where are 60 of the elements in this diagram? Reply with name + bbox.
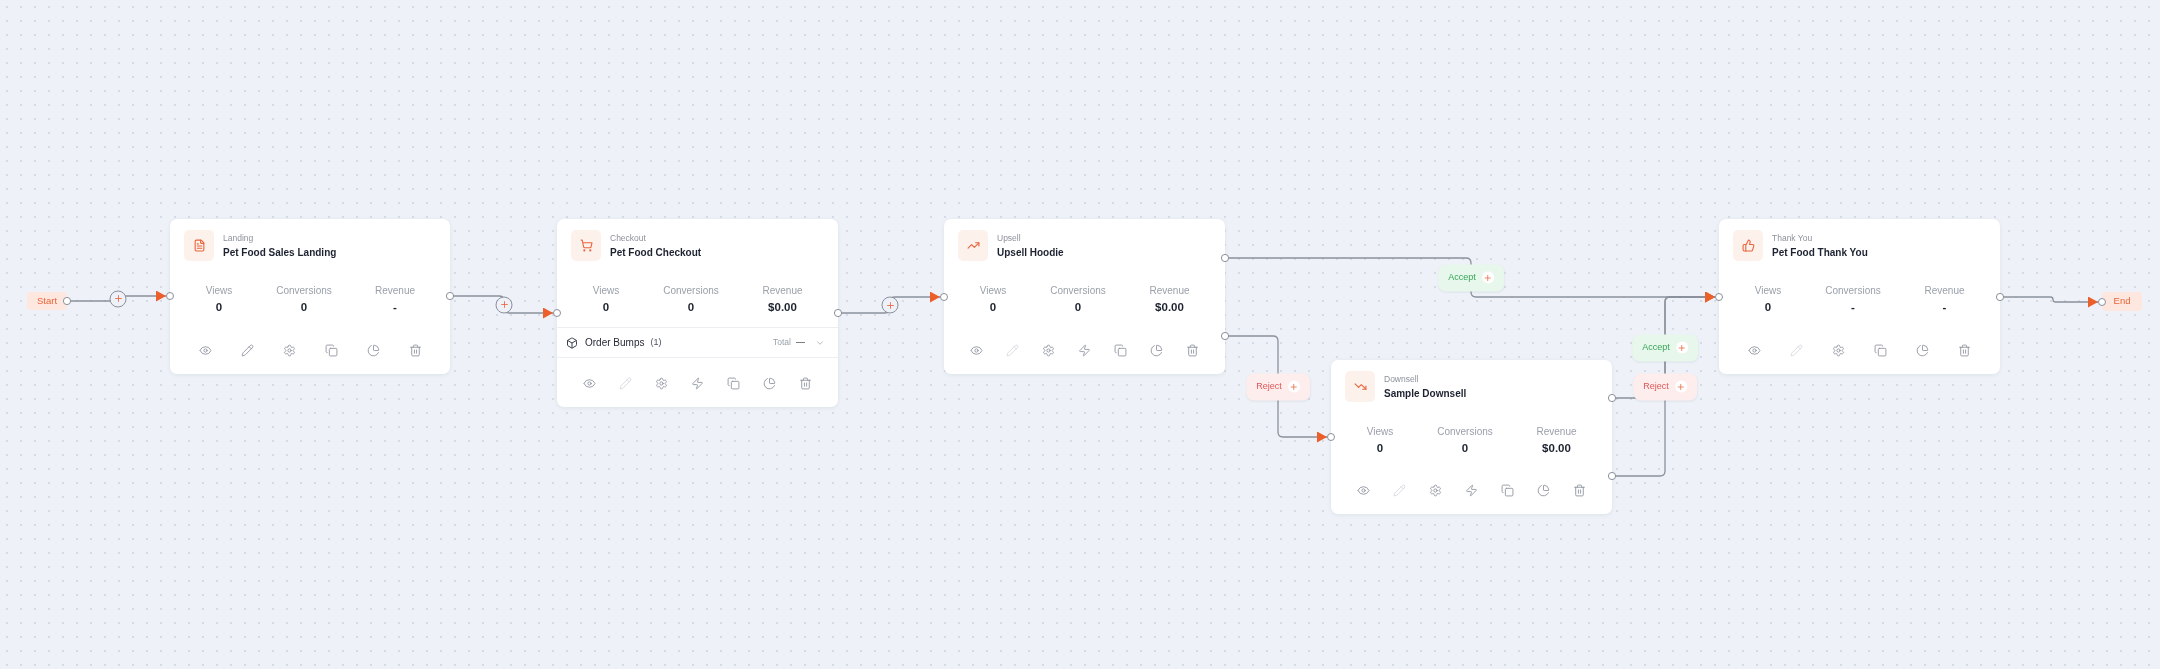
connector-arrow — [833, 291, 941, 318]
edge-label: Accept — [1642, 340, 1670, 354]
stat-value: $0.00 — [1155, 301, 1184, 313]
stat-label: Conversions — [663, 285, 719, 297]
step-type-label: Thank You — [1772, 232, 1813, 244]
step-title: Pet Food Thank You — [1772, 247, 1868, 259]
stat-label: Conversions — [1825, 285, 1881, 297]
stat-label: Views — [979, 285, 1007, 297]
step-type-label: Upsell — [997, 232, 1021, 244]
stat-label: Revenue — [1149, 285, 1190, 297]
stat-value: 0 — [687, 301, 695, 313]
stat-label: Views — [1366, 426, 1394, 438]
stat-label: Conversions — [1050, 285, 1106, 297]
step-card — [1719, 219, 2000, 374]
stat-label: Revenue — [762, 285, 803, 297]
order-bumps-row — [557, 327, 838, 358]
count-label: (1) — [650, 335, 662, 349]
connector-arrow — [1995, 292, 2099, 308]
step-title: Pet Food Checkout — [610, 247, 702, 259]
step-type-label: Checkout — [610, 232, 646, 244]
stat-value: 0 — [1764, 301, 1772, 313]
edge-label: Reject — [1643, 379, 1669, 393]
step-card — [170, 219, 450, 374]
connector-arrow — [62, 290, 167, 306]
stat-value: 0 — [215, 301, 223, 313]
stat-label: Conversions — [276, 285, 332, 297]
step-title: Pet Food Sales Landing — [223, 247, 337, 259]
step-type-label: Landing — [223, 232, 254, 244]
stat-label: Views — [205, 285, 233, 297]
edge-label: Reject — [1256, 379, 1282, 393]
edge-label: Accept — [1448, 270, 1476, 284]
stat-value: 0 — [1074, 301, 1082, 313]
step-type-label: Downsell — [1384, 373, 1419, 385]
step-card — [557, 219, 838, 407]
stat-value: 0 — [300, 301, 308, 313]
stat-value: 0 — [602, 301, 610, 313]
step-card — [1331, 360, 1612, 514]
stat-value: - — [393, 301, 397, 313]
stat-value: 0 — [989, 301, 997, 313]
flow-terminal: End — [2102, 292, 2142, 311]
flow-terminal: Start — [27, 292, 67, 310]
stat-value: $0.00 — [768, 301, 797, 313]
stat-value: 0 — [1376, 442, 1384, 454]
stat-value: - — [1851, 301, 1855, 313]
stat-value: $0.00 — [1542, 442, 1571, 454]
stat-value: - — [1942, 301, 1947, 313]
stat-label: Views — [592, 285, 620, 297]
stat-label: Revenue — [375, 285, 415, 297]
step-title: Upsell Hoodie — [997, 247, 1064, 259]
stat-label: Conversions — [1437, 426, 1493, 438]
stat-value: 0 — [1461, 442, 1469, 454]
step-card — [944, 219, 1225, 374]
total-value: — — [796, 335, 805, 349]
stat-label: Revenue — [1536, 426, 1577, 438]
stat-label: Revenue — [1924, 285, 1965, 297]
stat-label: Views — [1754, 285, 1782, 297]
total-label: Total — [773, 336, 791, 349]
step-title: Sample Downsell — [1384, 388, 1467, 400]
connector-arrow — [445, 291, 554, 319]
section-heading: Order Bumps — [585, 336, 645, 350]
